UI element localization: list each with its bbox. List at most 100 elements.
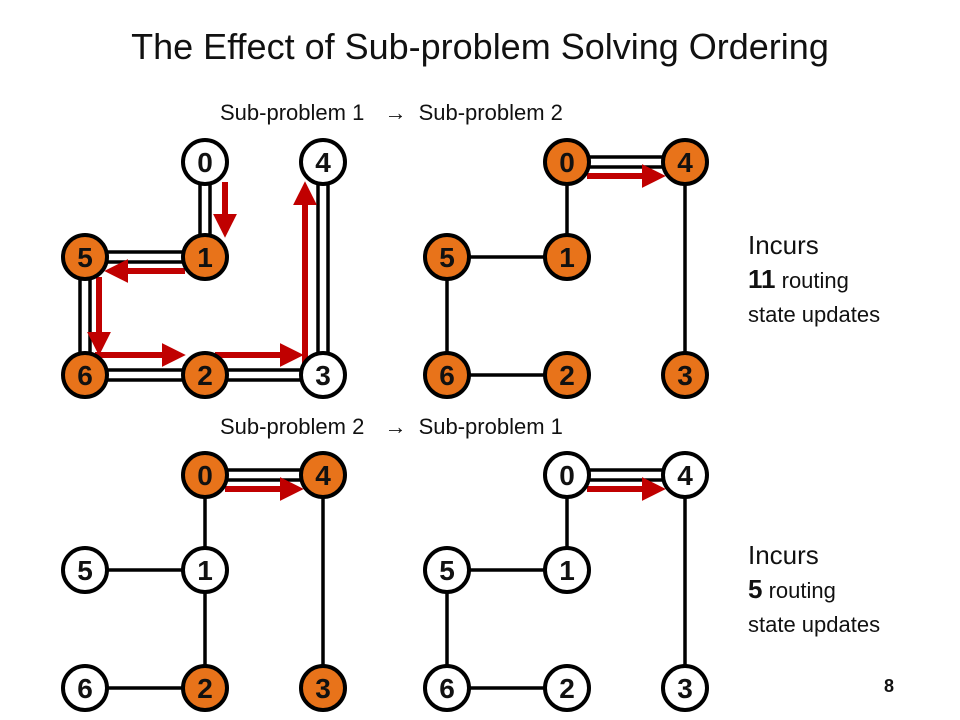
caption-to: Sub-problem 1 [418,414,563,439]
node-circle [543,351,591,399]
node-label: 4 [315,147,331,178]
node-circle [543,451,591,499]
node-label: 2 [559,673,575,704]
node-label: 4 [677,460,693,491]
node-6: 6 [423,664,471,712]
node-label: 6 [77,673,93,704]
node-label: 1 [559,242,575,273]
node-1: 1 [181,546,229,594]
node-3: 3 [661,351,709,399]
node-label: 6 [439,673,455,704]
node-label: 1 [559,555,575,586]
node-circle [299,351,347,399]
node-circle [543,546,591,594]
node-3: 3 [661,664,709,712]
node-label: 6 [77,360,93,391]
graph-panel-bottom-right: 0 1 2 3 4 5 6 [423,451,709,712]
node-4: 4 [299,451,347,499]
caption-from: Sub-problem 1 [220,100,365,125]
node-label: 2 [197,360,213,391]
node-5: 5 [61,546,109,594]
node-circle [181,664,229,712]
node-label: 5 [77,555,93,586]
node-6: 6 [61,664,109,712]
node-circle [661,451,709,499]
node-2: 2 [181,664,229,712]
result-incurs: Incurs [748,230,819,260]
node-4: 4 [661,451,709,499]
page-number: 8 [884,676,895,696]
right-arrow-icon: → [384,100,407,125]
graph-panel-top-right: 0 1 2 3 4 5 6 [423,138,709,399]
node-6: 6 [61,351,109,399]
node-label: 4 [677,147,693,178]
node-label: 1 [197,555,213,586]
result-state-updates: state updates [748,302,881,327]
node-6: 6 [423,351,471,399]
node-circle [61,664,109,712]
node-circle [181,451,229,499]
node-label: 3 [677,673,693,704]
graph-panel-top-left: 0 1 2 3 4 5 6 [61,138,347,399]
node-circle [543,138,591,186]
node-circle [423,233,471,281]
node-0: 0 [543,451,591,499]
result-state-updates: state updates [748,612,881,637]
result-text-1: Incurs 11 routing state updates [748,228,880,332]
node-2: 2 [181,351,229,399]
node-0: 0 [543,138,591,186]
caption-from: Sub-problem 2 [220,414,365,439]
node-label: 4 [315,460,331,491]
node-label: 2 [197,673,213,704]
result-incurs: Incurs [748,540,819,570]
node-circle [299,138,347,186]
result-text-2: Incurs 5 routing state updates [748,538,880,642]
node-3: 3 [299,664,347,712]
node-label: 0 [197,460,213,491]
node-circle [181,233,229,281]
node-3: 3 [299,351,347,399]
node-label: 3 [677,360,693,391]
node-label: 5 [439,555,455,586]
node-label: 0 [197,147,213,178]
node-label: 3 [315,673,331,704]
node-label: 5 [439,242,455,273]
node-label: 0 [559,460,575,491]
node-label: 2 [559,360,575,391]
node-1: 1 [181,233,229,281]
node-circle [661,138,709,186]
result-count-line: 5 routing [748,572,880,608]
update-count: 11 [748,264,776,294]
slide-title: The Effect of Sub-problem Solving Orderi… [131,26,829,67]
node-circle [299,664,347,712]
node-circle [61,546,109,594]
node-4: 4 [299,138,347,186]
ordering-caption-1: Sub-problem 1 → Sub-problem 2 [220,100,563,126]
node-label: 1 [197,242,213,273]
node-5: 5 [423,546,471,594]
node-circle [299,451,347,499]
node-circle [661,664,709,712]
node-circle [181,138,229,186]
node-circle [661,351,709,399]
right-arrow-icon: → [384,414,407,439]
node-1: 1 [543,233,591,281]
node-label: 6 [439,360,455,391]
node-circle [181,546,229,594]
graph-panel-bottom-left: 0 1 2 3 4 5 6 [61,451,347,712]
node-label: 0 [559,147,575,178]
caption-to: Sub-problem 2 [418,100,563,125]
node-circle [61,233,109,281]
node-5: 5 [61,233,109,281]
ordering-caption-2: Sub-problem 2 → Sub-problem 1 [220,414,563,440]
routing-word: routing [775,268,849,293]
routing-word: routing [762,578,836,603]
node-circle [543,664,591,712]
node-circle [543,233,591,281]
node-0: 0 [181,138,229,186]
node-label: 3 [315,360,331,391]
node-circle [423,351,471,399]
update-count: 5 [748,574,763,604]
node-circle [61,351,109,399]
